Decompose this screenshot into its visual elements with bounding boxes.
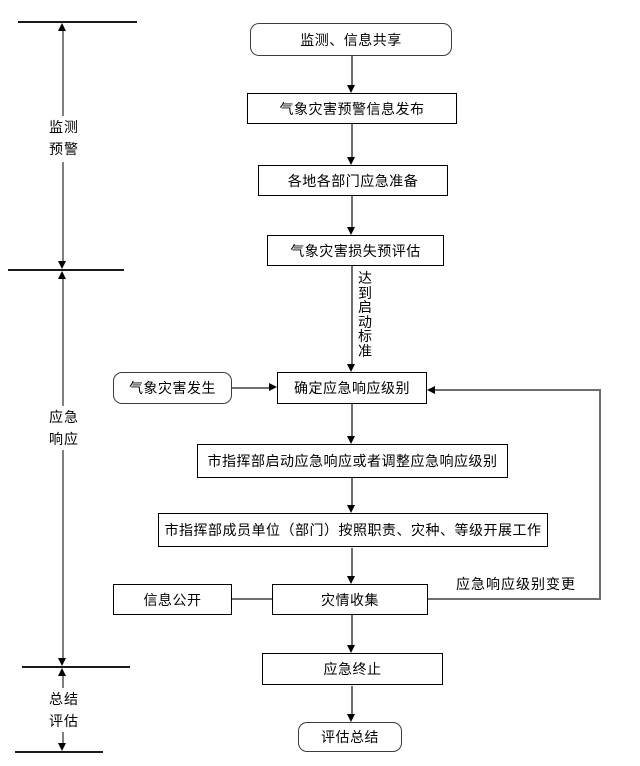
connector-line <box>231 598 272 600</box>
phase-divider-line-2 <box>8 269 124 271</box>
node-label: 市指挥部启动应急响应或者调整应急响应级别 <box>207 453 498 469</box>
connector-line <box>351 548 353 576</box>
node-disaster-info-collection: 灾情收集 <box>272 584 428 615</box>
node-evaluation-summary: 评估总结 <box>298 722 402 752</box>
arrowhead-down-icon <box>58 743 66 751</box>
node-label: 应急终止 <box>323 661 382 677</box>
arrowhead-down-icon <box>347 157 355 165</box>
connector-line <box>232 387 270 389</box>
phase-label-monitoring-warning: 监测预警 <box>46 116 82 160</box>
arrowhead-down-icon <box>347 85 355 93</box>
connector-line <box>351 196 353 227</box>
node-label: 监测、信息共享 <box>300 31 402 48</box>
connector-line <box>351 404 353 436</box>
edge-label-reach-activation-threshold: 达到启动标准 <box>358 270 374 359</box>
arrowhead-right-icon <box>269 383 277 391</box>
node-emergency-preparation: 各地各部门应急准备 <box>258 165 448 196</box>
node-warning-info-release: 气象灾害预警信息发布 <box>247 93 457 124</box>
connector-line <box>351 124 353 157</box>
arrowhead-down-icon <box>58 658 66 666</box>
phase-label-summary-evaluation: 总结评估 <box>46 688 82 732</box>
arrowhead-down-icon <box>347 645 355 653</box>
arrowhead-down-icon <box>347 576 355 584</box>
phase-divider-line-bottom <box>15 751 103 753</box>
node-member-units-work: 市指挥部成员单位（部门）按照职责、灾种、等级开展工作 <box>158 513 548 547</box>
node-label: 各地各部门应急准备 <box>287 172 419 189</box>
connector-line <box>351 56 353 85</box>
arrowhead-down-icon <box>347 364 355 372</box>
connector-line <box>351 266 353 364</box>
phase-span-line <box>62 279 64 406</box>
connector-line <box>351 615 353 645</box>
node-info-disclosure: 信息公开 <box>113 584 232 615</box>
node-label: 确定应急响应级别 <box>294 380 410 396</box>
node-label: 灾情收集 <box>321 591 379 608</box>
node-label: 气象灾害损失预评估 <box>290 242 421 259</box>
arrowhead-down-icon <box>347 227 355 235</box>
arrowhead-left-icon <box>427 386 435 394</box>
node-disaster-occurs: 气象灾害发生 <box>113 372 232 404</box>
phase-span-line <box>62 162 64 261</box>
arrowhead-up-icon <box>58 271 66 279</box>
arrowhead-up-icon <box>58 668 66 676</box>
node-hq-start-or-adjust: 市指挥部启动应急响应或者调整应急响应级别 <box>197 444 508 478</box>
node-determine-response-level: 确定应急响应级别 <box>277 372 427 404</box>
node-label: 气象灾害预警信息发布 <box>279 100 425 117</box>
node-label: 评估总结 <box>321 729 379 745</box>
arrowhead-up-icon <box>58 23 66 31</box>
node-loss-pre-assessment: 气象灾害损失预评估 <box>267 235 444 266</box>
arrowhead-down-icon <box>347 436 355 444</box>
node-label: 市指挥部成员单位（部门）按照职责、灾种、等级开展工作 <box>164 522 542 538</box>
phase-divider-line-top <box>18 21 137 23</box>
arrowhead-down-icon <box>58 261 66 269</box>
arrowhead-down-icon <box>347 714 355 722</box>
phase-span-line <box>62 450 64 658</box>
arrowhead-down-icon <box>347 505 355 513</box>
node-label: 气象灾害发生 <box>129 380 216 396</box>
connector-line <box>351 686 353 714</box>
connector-line <box>351 478 353 505</box>
phase-span-line <box>62 732 64 743</box>
feedback-line-bottom <box>428 598 601 600</box>
node-monitor-info-sharing: 监测、信息共享 <box>250 23 452 56</box>
phase-span-line <box>62 676 64 688</box>
phase-span-line <box>62 31 64 116</box>
phase-label-emergency-response: 应急响应 <box>46 406 82 450</box>
edge-label-response-level-change: 应急响应级别变更 <box>456 574 576 594</box>
feedback-line-right <box>599 389 601 600</box>
node-label: 信息公开 <box>143 591 202 608</box>
node-emergency-termination: 应急终止 <box>262 653 443 685</box>
phase-divider-line-3 <box>22 666 130 668</box>
feedback-line-top <box>434 389 600 391</box>
